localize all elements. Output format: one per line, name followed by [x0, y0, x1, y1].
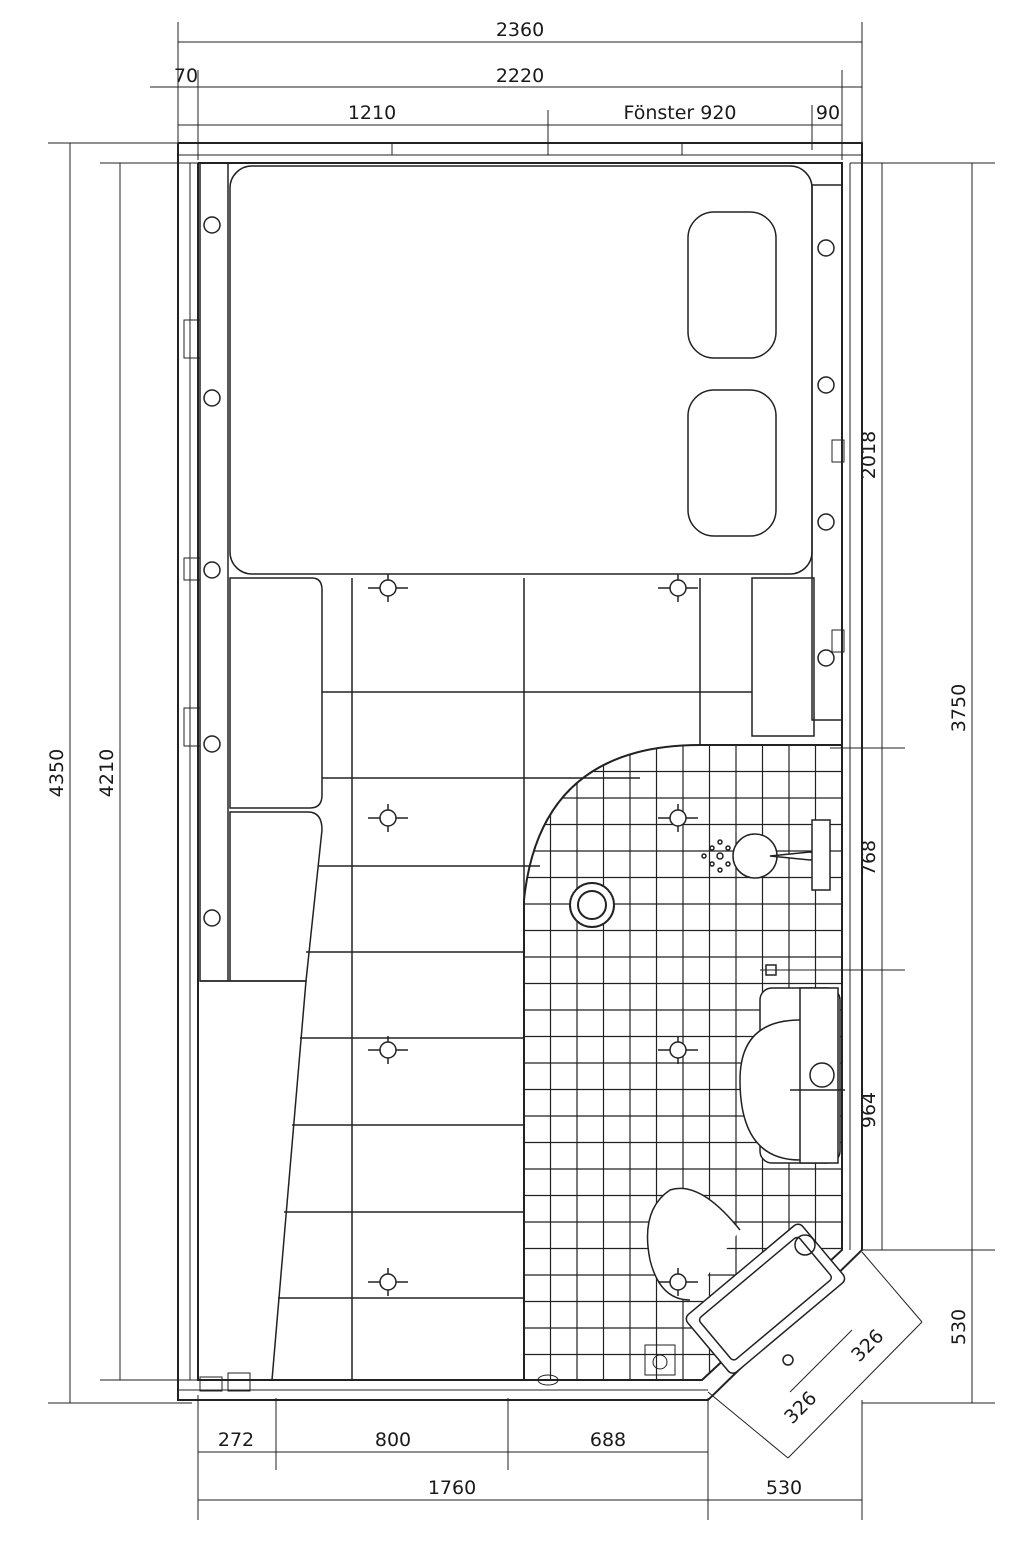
dim-right-upper: 2018	[858, 431, 880, 479]
dim-outer-height: 4350	[46, 749, 68, 797]
shower-outline	[523, 744, 842, 1380]
dim-diag-a: 326	[847, 1325, 888, 1366]
pillow	[687, 389, 777, 537]
floor-tap-icon	[658, 574, 698, 602]
dim-inner-width: 2220	[496, 65, 544, 87]
top-dimensions	[150, 22, 863, 160]
bottom-fixtures	[199, 1344, 676, 1392]
floor-tap-icon	[368, 574, 408, 602]
floor-tap-icon	[368, 1268, 408, 1296]
dim-diag-b: 326	[780, 1387, 821, 1428]
dim-bottom-c: 688	[590, 1429, 626, 1451]
floor-tap-icon	[368, 804, 408, 832]
floor-tap-icon	[658, 804, 698, 832]
seating	[200, 577, 323, 1381]
floor-tap-icon	[658, 1036, 698, 1064]
dim-seg-right: 90	[816, 102, 840, 124]
shower-head	[701, 819, 831, 891]
dim-bottom-a: 272	[218, 1429, 254, 1451]
dim-right-mid: 768	[858, 840, 880, 876]
floor-tap-icon	[368, 1036, 408, 1064]
dim-seg-left: 1210	[348, 102, 396, 124]
dim-window: Fönster 920	[623, 102, 736, 124]
pillow	[687, 211, 777, 359]
dim-bottom-total-right: 530	[766, 1477, 802, 1499]
dim-right-corner: 530	[948, 1309, 970, 1345]
dim-total-width: 2360	[496, 19, 544, 41]
dim-bottom-total-left: 1760	[428, 1477, 476, 1499]
floor-fittings	[368, 574, 698, 1296]
floor-tap-icon	[658, 1268, 698, 1296]
diagonal-dimensions	[707, 1251, 923, 1459]
vanity-basin	[739, 964, 845, 1164]
dim-right-lower: 964	[858, 1092, 880, 1128]
dim-inner-height: 4210	[96, 749, 118, 797]
dim-wall-left: 70	[174, 65, 198, 87]
bottom-dimensions	[197, 1395, 863, 1520]
dim-right-main: 3750	[948, 684, 970, 732]
floor-drain	[569, 882, 615, 928]
toilet	[646, 1187, 846, 1374]
dim-bottom-b: 800	[375, 1429, 411, 1451]
left-dimensions	[48, 142, 200, 1404]
right-dimensions	[760, 162, 995, 1404]
